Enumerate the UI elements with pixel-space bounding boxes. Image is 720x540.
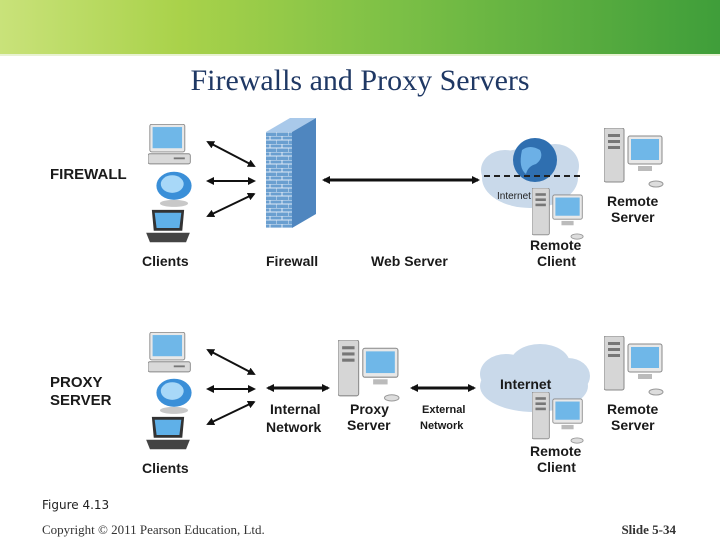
figure-caption: Figure 4.13 bbox=[42, 498, 110, 512]
proxy-diagram: PROXY SERVER Internet Clients Internal N… bbox=[50, 332, 664, 476]
proxy-internet-cloud-icon bbox=[480, 344, 590, 412]
client-arrow-1 bbox=[206, 141, 256, 167]
slide-number: Slide 5-34 bbox=[621, 522, 676, 537]
remote-server-label-line2: Server bbox=[611, 209, 655, 225]
proxy-server-label-line2: Server bbox=[347, 417, 391, 433]
remote-client-label-line2: Client bbox=[537, 253, 576, 269]
proxy-client-imac-icon bbox=[156, 378, 192, 414]
proxy-server-icon bbox=[338, 340, 400, 402]
proxy-remote-server-label-line2: Server bbox=[611, 417, 655, 433]
client-desktop-icon bbox=[148, 124, 191, 165]
remote-client-icon bbox=[532, 188, 584, 240]
remote-client-label-line1: Remote bbox=[530, 237, 582, 253]
copyright-text: Copyright © 2011 Pearson Education, Ltd. bbox=[42, 522, 265, 537]
proxy-client-desktop-icon bbox=[148, 332, 191, 373]
proxy-remote-client-icon bbox=[532, 392, 584, 444]
remote-server-label-line1: Remote bbox=[607, 193, 659, 209]
client-arrow-3 bbox=[206, 192, 256, 218]
header-banner bbox=[0, 0, 720, 56]
proxy-client-laptop-icon bbox=[146, 416, 190, 450]
client-imac-icon bbox=[156, 171, 192, 207]
clients-label: Clients bbox=[142, 253, 189, 269]
internal-network-label-line1: Internal bbox=[270, 401, 321, 417]
proxy-section-label-line2: SERVER bbox=[50, 392, 112, 409]
client-laptop-icon bbox=[146, 209, 190, 243]
internet-label: Internet bbox=[497, 191, 531, 202]
proxy-remote-client-label-line1: Remote bbox=[530, 443, 582, 459]
firewall-diagram: FIREWALL Internet Clients Firewall Web S… bbox=[50, 118, 664, 269]
firewall-wall-icon bbox=[266, 118, 316, 228]
proxy-client-arrow-1 bbox=[206, 349, 256, 375]
proxy-internet-label: Internet bbox=[500, 376, 552, 392]
proxy-client-arrow-3 bbox=[206, 400, 256, 426]
proxy-remote-server-icon bbox=[604, 336, 664, 396]
proxy-server-label-line1: Proxy bbox=[350, 401, 389, 417]
proxy-remote-client-label-line2: Client bbox=[537, 459, 576, 475]
external-network-label-line2: Network bbox=[420, 420, 464, 432]
internet-cloud-icon bbox=[481, 138, 579, 208]
firewall-section-label: FIREWALL bbox=[50, 166, 127, 183]
web-server-label: Web Server bbox=[371, 253, 448, 269]
remote-server-icon bbox=[604, 128, 664, 188]
slide-title: Firewalls and Proxy Servers bbox=[190, 64, 530, 97]
firewall-label: Firewall bbox=[266, 253, 318, 269]
proxy-clients-label: Clients bbox=[142, 460, 189, 476]
proxy-section-label-line1: PROXY bbox=[50, 374, 103, 391]
proxy-remote-server-label-line1: Remote bbox=[607, 401, 659, 417]
external-network-label-line1: External bbox=[422, 404, 465, 416]
internal-network-label-line2: Network bbox=[266, 419, 321, 435]
